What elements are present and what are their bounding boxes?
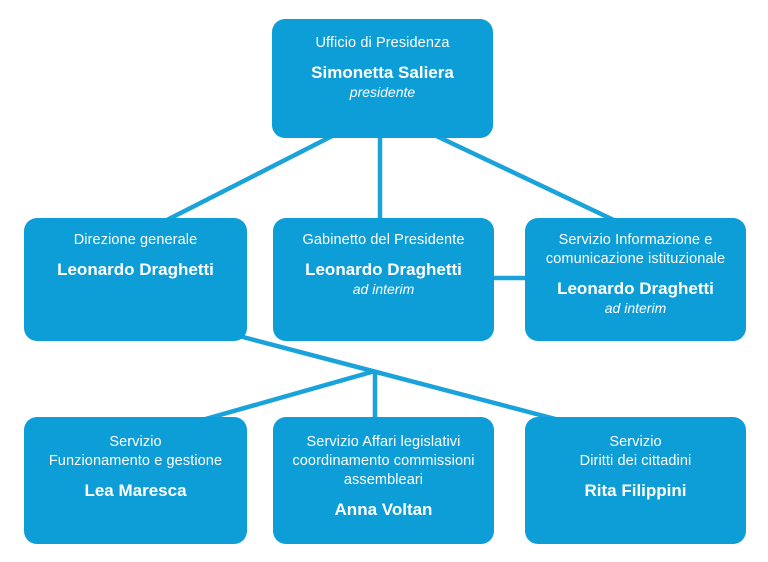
unit-title-line: Ufficio di Presidenza [315, 35, 450, 51]
unit-title-line: Gabinetto del Presidente [302, 232, 465, 248]
unit-title-line: Diritti dei cittadini [579, 453, 692, 470]
org-node-servizio-diritti-cittadini: Servizio Diritti dei cittadini Rita Fili… [525, 417, 746, 544]
unit-title: Ufficio di Presidenza [272, 34, 493, 53]
person-name: Leonardo Draghetti [305, 260, 462, 280]
org-node-direzione-generale: Direzione generale Leonardo Draghetti [24, 218, 247, 341]
org-node-gabinetto-del-presidente: Gabinetto del Presidente Leonardo Draghe… [273, 218, 494, 341]
unit-title-line: Servizio Affari legislativi [306, 434, 461, 450]
person-name: Anna Voltan [334, 500, 433, 520]
unit-title-line: Servizio [609, 434, 662, 450]
org-node-servizio-informazione: Servizio Informazione e comunicazione is… [525, 218, 746, 341]
org-node-servizio-funzionamento: Servizio Funzionamento e gestione Lea Ma… [24, 417, 247, 544]
unit-title-line: comunicazione istituzionale [545, 251, 726, 268]
unit-title-line: coordinamento commissioni [292, 453, 475, 470]
unit-title-line: assembleari [343, 472, 424, 489]
role-note: ad interim [352, 280, 415, 297]
unit-title: Servizio Affari legislativi coordinament… [273, 433, 494, 490]
unit-title-line: Servizio Informazione e [558, 232, 713, 248]
person-name: Leonardo Draghetti [557, 279, 714, 299]
unit-title: Gabinetto del Presidente [273, 231, 494, 250]
unit-title: Direzione generale [24, 231, 247, 250]
unit-title: Servizio Informazione e comunicazione is… [525, 231, 746, 269]
unit-title-line: Funzionamento e gestione [48, 453, 223, 470]
unit-title: Servizio Funzionamento e gestione [24, 433, 247, 471]
person-name: Lea Maresca [84, 481, 187, 501]
role-note: presidente [349, 83, 416, 100]
org-node-ufficio-di-presidenza: Ufficio di Presidenza Simonetta Saliera … [272, 19, 493, 138]
person-name: Rita Filippini [584, 481, 687, 501]
role-note: ad interim [604, 299, 667, 316]
connector-direzione-servizio-funzionamento [194, 368, 376, 425]
connector-direzione-servizio-diritti [219, 328, 564, 424]
unit-title-line: Servizio [109, 434, 162, 450]
connector-presidenza-servizio-informazione [427, 129, 621, 226]
unit-title: Servizio Diritti dei cittadini [525, 433, 746, 471]
unit-title-line: Direzione generale [73, 232, 198, 248]
person-name: Leonardo Draghetti [57, 260, 214, 280]
connector-presidenza-direzione-generale [159, 129, 342, 226]
org-node-servizio-affari-legislativi: Servizio Affari legislativi coordinament… [273, 417, 494, 544]
person-name: Simonetta Saliera [311, 63, 454, 83]
